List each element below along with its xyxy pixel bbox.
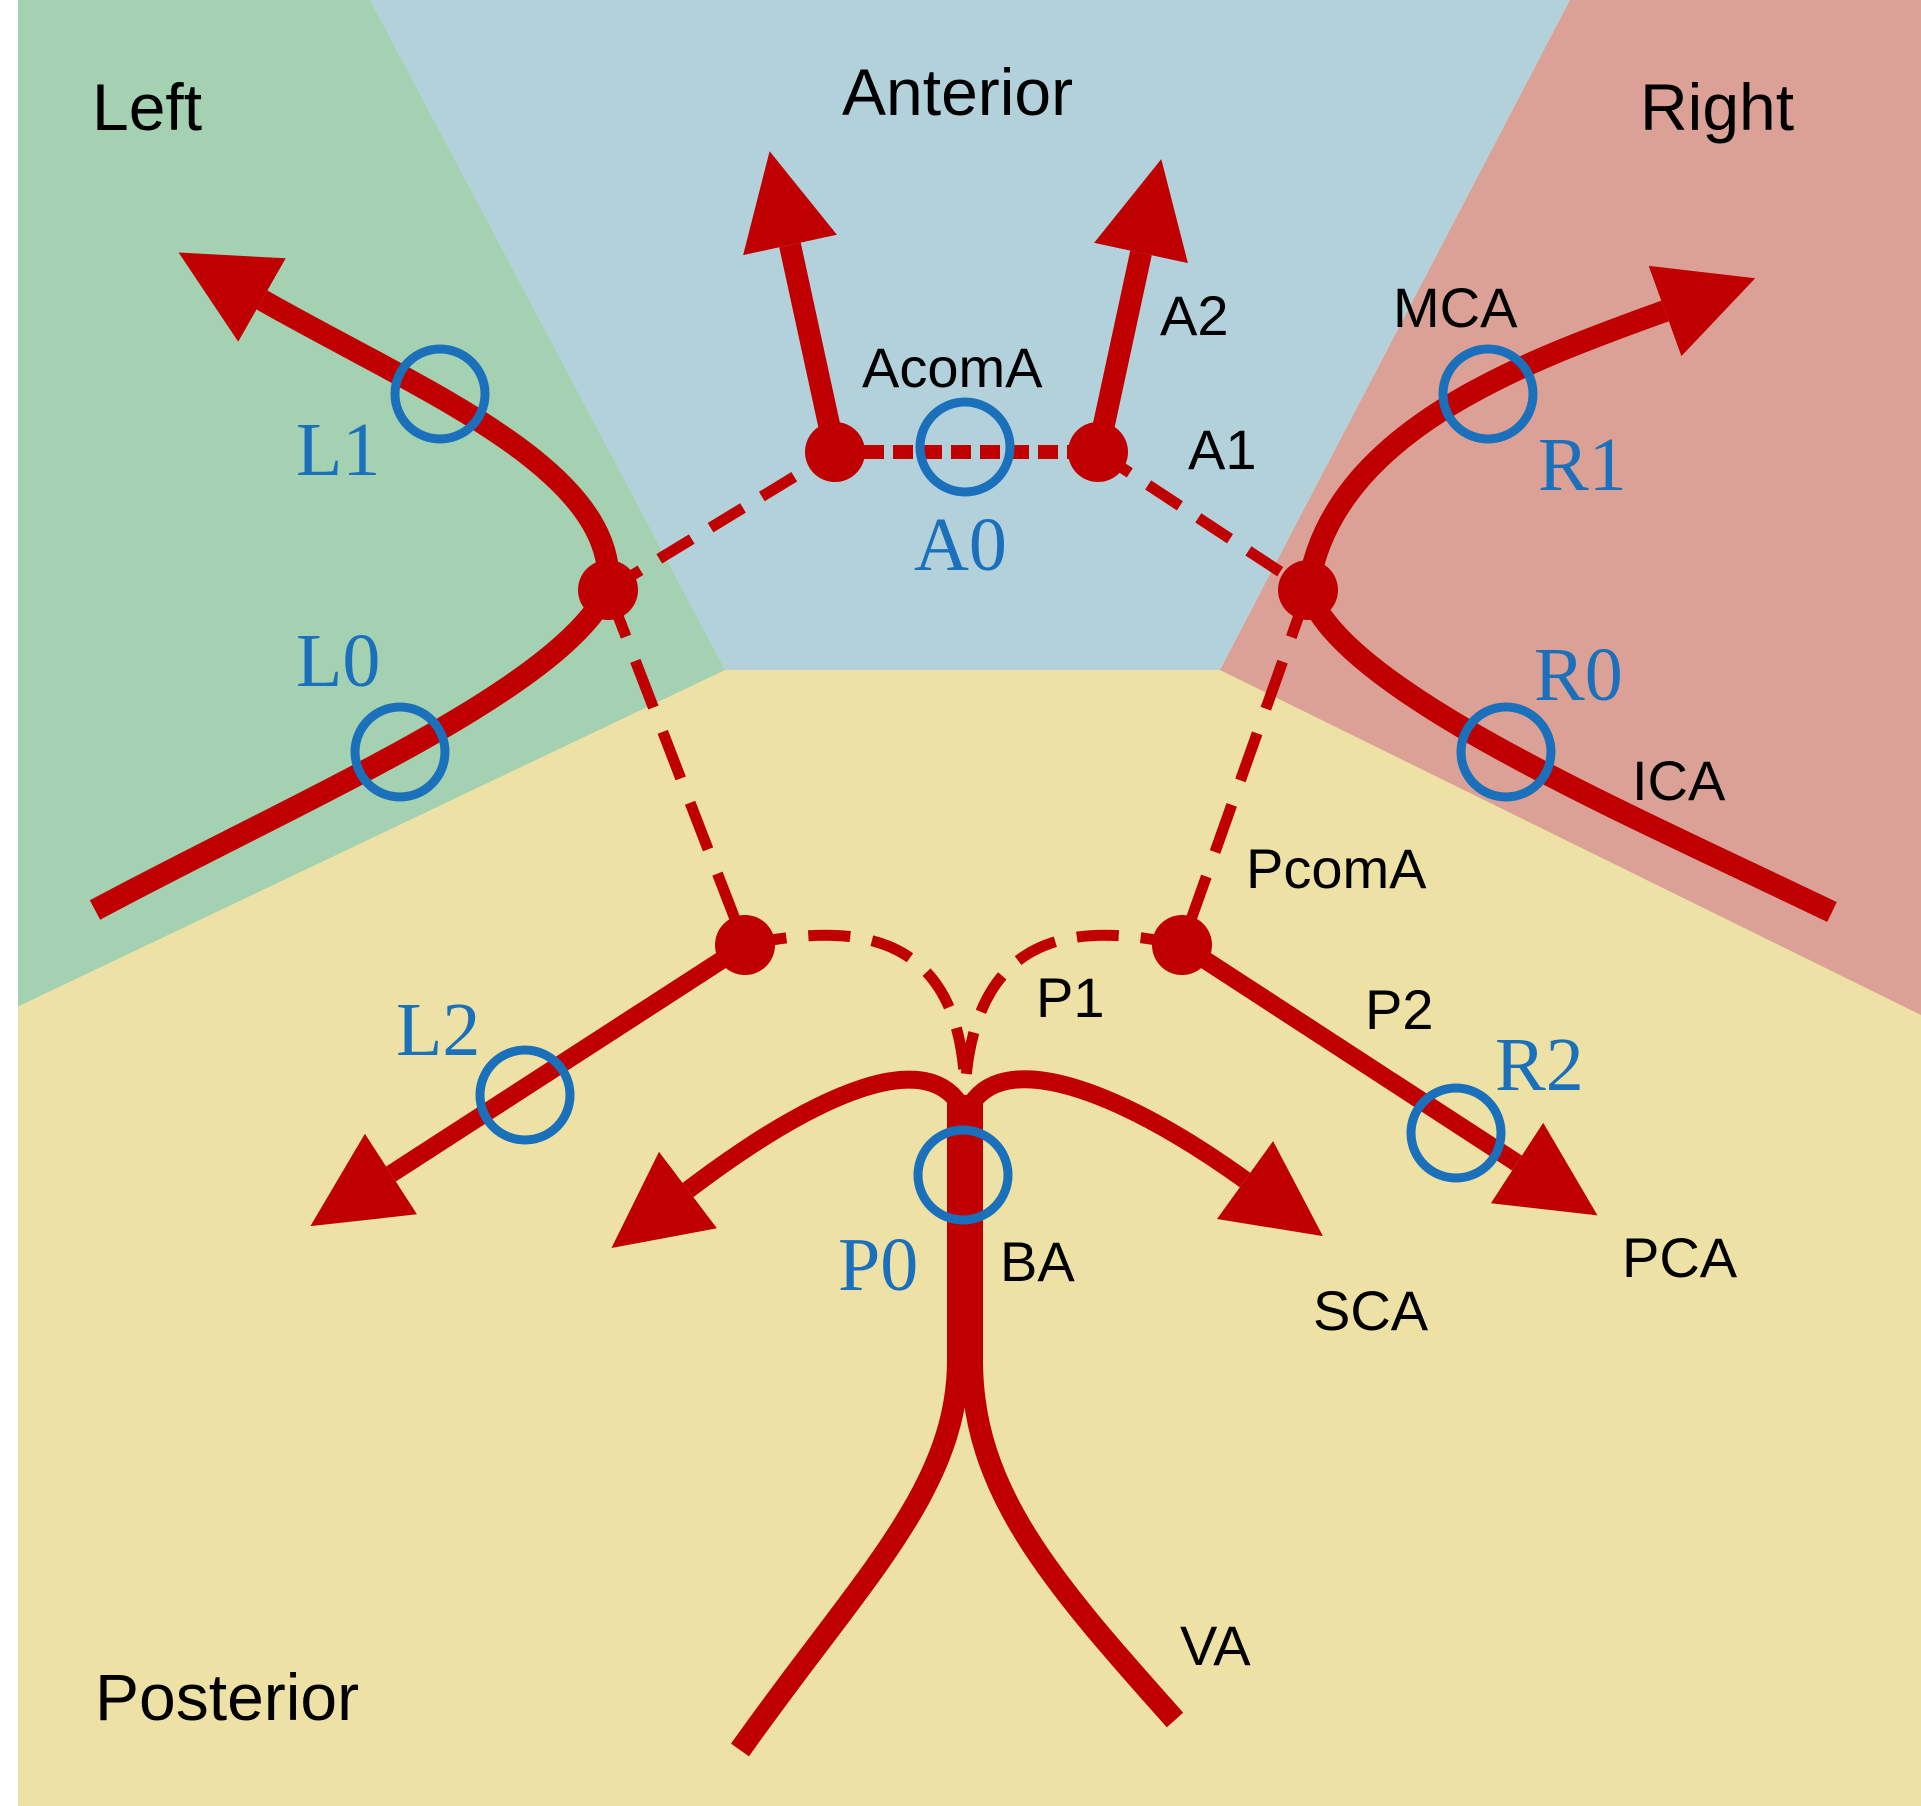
region-label-anterior: Anterior (842, 55, 1073, 129)
basilar-artery-right-trunk (961, 1095, 1184, 1728)
right-a1-acoma-node (1068, 422, 1128, 482)
communicating-vessels (602, 445, 1314, 1091)
left-sca-vessel (611, 1070, 972, 1248)
vessel-label-va: VA (1180, 1614, 1251, 1677)
marker-l2-label: L2 (396, 988, 480, 1072)
vessel-label-pca: PCA (1622, 1226, 1738, 1289)
region-label-left: Left (92, 70, 202, 144)
left-p1-segment (743, 929, 971, 1091)
left-a1-acoma-node (805, 422, 865, 482)
right-a2-vessel (1087, 159, 1188, 455)
vessel-label-ica: ICA (1632, 749, 1726, 812)
left-pcoma-segment (602, 588, 751, 947)
marker-r2-circle (1406, 1083, 1506, 1183)
vessel-label-p1: P1 (1036, 966, 1105, 1029)
vessel-label-acoma: AcomA (862, 336, 1043, 399)
region-labels: Left Anterior Right Posterior (92, 55, 1794, 1734)
marker-r0-label: R0 (1534, 633, 1623, 717)
vessel-label-ba: BA (1000, 1230, 1075, 1293)
right-ica-vessel (1297, 586, 1837, 922)
marker-l1-circle (390, 344, 490, 444)
marker-l2-circle (475, 1045, 575, 1145)
right-region (1220, 0, 1921, 1015)
left-edge-strip (0, 0, 18, 1806)
vessel-label-sca: SCA (1313, 1279, 1429, 1342)
marker-labels: L1 L0 L2 A0 R1 R0 R2 P0 (296, 408, 1627, 1307)
marker-circles (350, 344, 1556, 1225)
left-pcoma-p1-node (715, 915, 775, 975)
marker-a0-circle (915, 397, 1015, 497)
marker-r1-label: R1 (1538, 423, 1627, 507)
left-mca-vessel (178, 252, 620, 592)
left-ica-junction-node (578, 560, 638, 620)
marker-a0-label: A0 (914, 503, 1007, 587)
right-sca-vessel (959, 1070, 1323, 1237)
right-p2-vessel (1177, 937, 1598, 1216)
basilar-artery-left-trunk (731, 1095, 969, 1757)
vessel-label-a2: A2 (1160, 284, 1229, 347)
marker-r1-circle (1438, 344, 1538, 444)
marker-l0-circle (350, 702, 450, 802)
left-ica-vessel (89, 584, 618, 920)
vessel-label-p2: P2 (1365, 978, 1434, 1041)
right-p1-segment (959, 929, 1184, 1091)
marker-p0-circle (913, 1125, 1013, 1225)
marker-r2-label: R2 (1495, 1023, 1584, 1107)
vessel-label-a1: A1 (1188, 418, 1257, 481)
left-p2-vessel (310, 937, 750, 1227)
junction-nodes (578, 422, 1338, 975)
marker-l1-label: L1 (296, 408, 380, 492)
left-a2-vessel (743, 151, 846, 455)
vessel-labels: AcomA A2 A1 MCA ICA PcomA P1 P2 PCA BA S… (862, 276, 1738, 1677)
region-label-posterior: Posterior (95, 1660, 359, 1734)
vessel-label-mca: MCA (1393, 276, 1518, 339)
right-ica-junction-node (1278, 560, 1338, 620)
marker-l0-label: L0 (296, 619, 380, 703)
marker-p0-label: P0 (838, 1223, 918, 1307)
marker-r0-circle (1456, 702, 1556, 802)
vessel-label-pcoma: PcomA (1246, 837, 1427, 900)
anterior-region (370, 0, 1570, 670)
right-a1-segment (1094, 447, 1312, 595)
region-label-right: Right (1640, 70, 1794, 144)
left-a1-segment (605, 447, 838, 595)
main-vessels (89, 151, 1837, 1757)
right-pcoma-p1-node (1152, 915, 1212, 975)
right-pcoma-segment (1176, 588, 1314, 947)
